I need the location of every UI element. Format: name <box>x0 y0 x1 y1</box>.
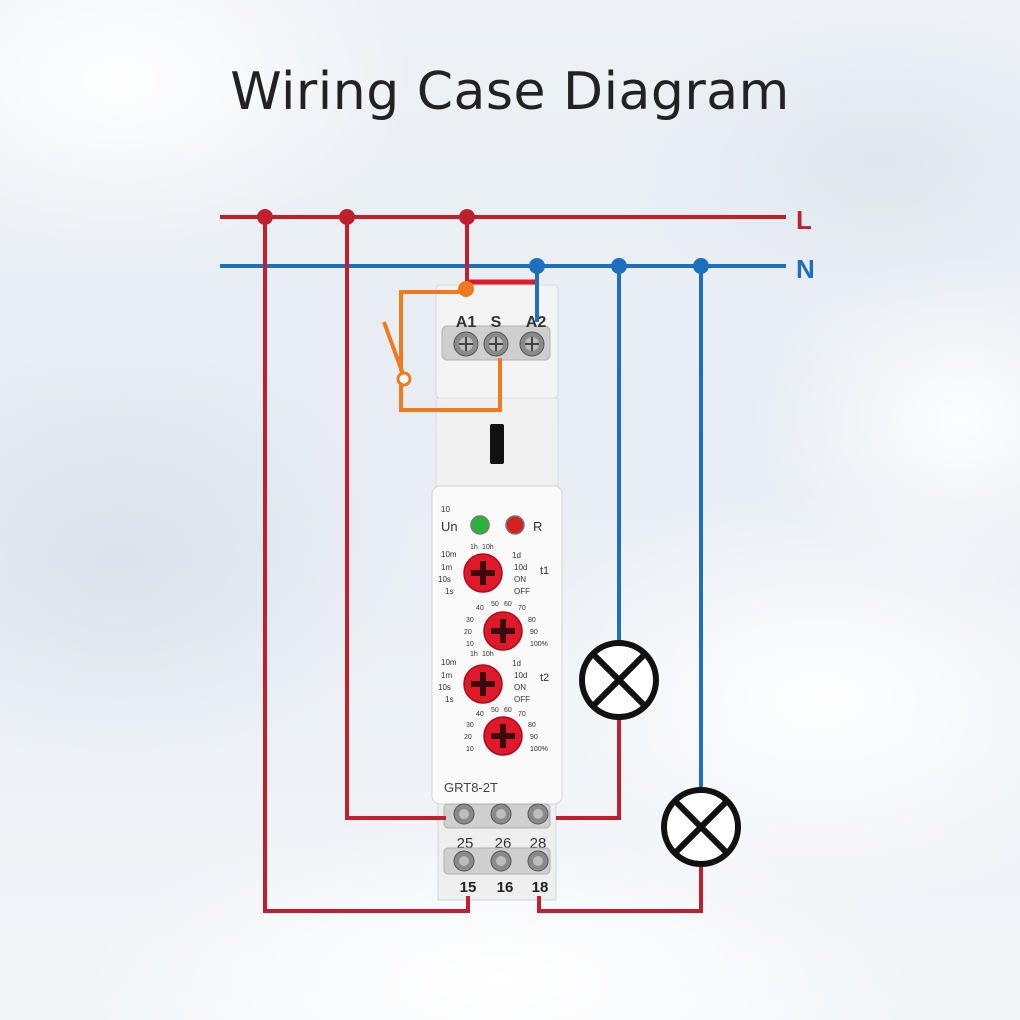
terminal-screw-s <box>483 331 509 357</box>
terminal-screw-18 <box>527 850 549 872</box>
wire-18-to-lamp2 <box>537 866 703 913</box>
svg-text:OFF: OFF <box>514 695 530 704</box>
svg-text:40: 40 <box>476 711 484 718</box>
svg-text:OFF: OFF <box>514 587 530 596</box>
svg-text:10: 10 <box>466 641 474 648</box>
wire-switch-from-a1 <box>399 290 465 371</box>
svg-text:ON: ON <box>514 683 526 692</box>
terminal-label-18: 18 <box>532 879 549 896</box>
terminal-screw-28 <box>527 803 549 825</box>
svg-text:50: 50 <box>491 707 499 714</box>
control-switch-lever[interactable] <box>382 321 406 378</box>
svg-text:70: 70 <box>518 605 526 612</box>
svg-text:10h: 10h <box>482 651 494 658</box>
terminal-label-a2: A2 <box>526 314 547 331</box>
junction-dot <box>693 258 709 274</box>
svg-text:80: 80 <box>528 722 536 729</box>
svg-text:70: 70 <box>518 711 526 718</box>
wire-live-to-25 <box>345 217 446 820</box>
svg-text:1m: 1m <box>441 671 452 680</box>
svg-text:10: 10 <box>466 746 474 753</box>
control-switch-contact <box>396 371 412 387</box>
junction-dot <box>458 281 474 297</box>
dial-t2-percent: 40 50 60 70 30 20 10 80 90 100% <box>464 707 548 756</box>
svg-text:80: 80 <box>528 617 536 624</box>
indicator-small-mark: 10 <box>441 505 450 514</box>
terminal-label-16: 16 <box>497 879 514 896</box>
svg-text:10m: 10m <box>441 658 457 667</box>
lamp-1 <box>579 640 659 720</box>
svg-text:ON: ON <box>514 575 526 584</box>
lamp-2 <box>661 787 741 867</box>
svg-text:1d: 1d <box>512 659 521 668</box>
junction-dot <box>611 258 627 274</box>
svg-text:100%: 100% <box>530 641 548 648</box>
terminal-label-a1: A1 <box>456 314 477 331</box>
svg-text:1h: 1h <box>470 651 478 658</box>
svg-text:90: 90 <box>530 734 538 741</box>
live-line-label: L <box>796 205 812 235</box>
svg-text:40: 40 <box>476 605 484 612</box>
power-led-green <box>470 515 490 535</box>
junction-dot <box>257 209 273 225</box>
svg-text:1h: 1h <box>470 544 478 551</box>
diagram-title: Wiring Case Diagram <box>230 62 790 122</box>
neutral-line-label: N <box>796 254 815 284</box>
dial-label-t1: t1 <box>540 565 549 577</box>
svg-text:100%: 100% <box>530 746 548 753</box>
terminal-screw-26 <box>490 803 512 825</box>
svg-text:1d: 1d <box>512 551 521 560</box>
terminal-label-15: 15 <box>460 879 477 896</box>
svg-text:10d: 10d <box>514 671 527 680</box>
wire-switch-to-s <box>399 358 502 412</box>
svg-text:10s: 10s <box>438 575 451 584</box>
svg-text:50: 50 <box>491 601 499 608</box>
svg-text:30: 30 <box>466 722 474 729</box>
wire-28-to-lamp1 <box>556 717 621 820</box>
svg-text:1s: 1s <box>445 695 453 704</box>
svg-text:10d: 10d <box>514 563 527 572</box>
junction-dot <box>459 209 475 225</box>
relay-device: A1 S A2 10 Un R 1h 10h 10m 1m 10s 1s 1d … <box>431 284 563 901</box>
svg-text:10s: 10s <box>438 683 451 692</box>
din-clip-slot <box>490 424 504 464</box>
dial-label-t2: t2 <box>540 672 549 684</box>
junction-dot <box>529 258 545 274</box>
svg-text:90: 90 <box>530 629 538 636</box>
terminal-label-s: S <box>491 314 502 331</box>
terminal-screw-15 <box>453 850 475 872</box>
svg-text:1s: 1s <box>445 587 453 596</box>
dial-t2-range: 1h 10h 10m 1m 10s 1s 1d 10d ON OFF t2 <box>438 651 549 704</box>
svg-text:60: 60 <box>504 707 512 714</box>
indicator-label-un: Un <box>441 519 458 534</box>
junction-dot <box>339 209 355 225</box>
terminal-screw-25 <box>453 803 475 825</box>
svg-text:20: 20 <box>464 734 472 741</box>
svg-text:10m: 10m <box>441 550 457 559</box>
svg-text:10h: 10h <box>482 544 494 551</box>
dial-t1-range: 1h 10h 10m 1m 10s 1s 1d 10d ON OFF t1 <box>438 544 549 596</box>
svg-text:1m: 1m <box>441 563 452 572</box>
relay-led-red <box>505 515 525 535</box>
svg-text:30: 30 <box>466 617 474 624</box>
terminal-screw-a2 <box>519 331 545 357</box>
terminal-screw-a1 <box>453 331 479 357</box>
dial-t1-percent: 40 50 60 70 30 20 10 80 90 100% <box>464 601 548 651</box>
wire-live-to-15 <box>263 217 470 913</box>
device-model-label: GRT8-2T <box>444 780 498 795</box>
indicator-label-r: R <box>533 519 542 534</box>
svg-text:60: 60 <box>504 601 512 608</box>
terminal-screw-16 <box>490 850 512 872</box>
svg-text:20: 20 <box>464 629 472 636</box>
